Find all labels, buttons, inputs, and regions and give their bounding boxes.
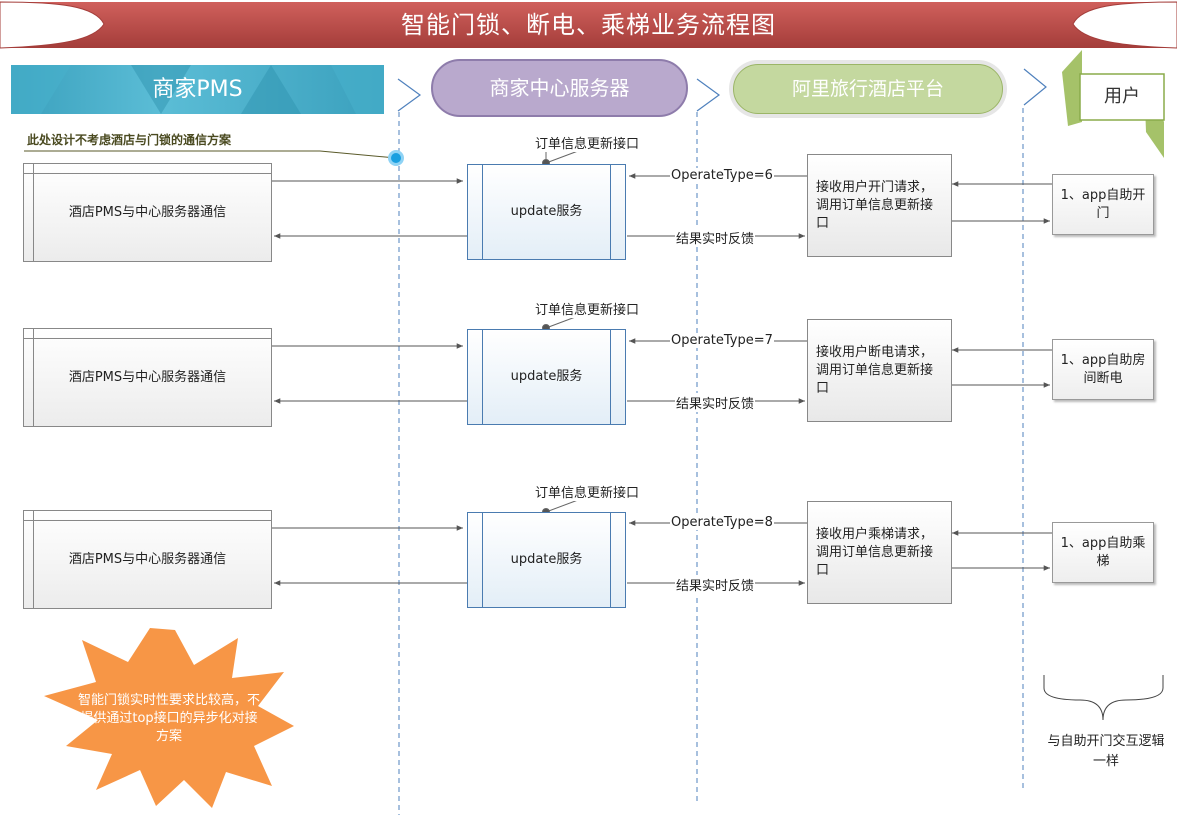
feedback-label: 结果实时反馈: [675, 575, 756, 594]
brace: [1043, 675, 1164, 721]
lane-label-server: 商家中心服务器: [489, 76, 630, 100]
page-title: 智能门锁、断电、乘梯业务流程图: [401, 11, 776, 39]
lane-header-pattern: [11, 65, 384, 114]
feedback-label: 结果实时反馈: [675, 228, 756, 247]
operate-type-label: OperateType=7: [670, 333, 774, 348]
platform-box-label: 接收用户开门请求，调用订单信息更新接口: [816, 179, 934, 231]
platform-box: 接收用户乘梯请求，调用订单信息更新接口: [807, 501, 952, 604]
operate-type-label: OperateType=8: [670, 515, 774, 530]
lane-header-pms: 商家PMS: [11, 65, 384, 114]
user-box: 1、app自助房间断电: [1052, 339, 1154, 400]
lane-label-user: 用户: [1104, 86, 1140, 107]
burst-note: 智能门锁实时性要求比较高，不提供通过top接口的异步化对接方案: [77, 693, 260, 744]
platform-box: 接收用户开门请求，调用订单信息更新接口: [807, 154, 952, 257]
user-box-label: 1、app自助开门: [1060, 187, 1146, 221]
update-service-box: update服务: [467, 329, 626, 425]
interface-label: 订单信息更新接口: [534, 299, 641, 318]
interface-label: 订单信息更新接口: [534, 482, 641, 501]
operate-type-label: OperateType=6: [670, 168, 774, 183]
update-service-label: update服务: [510, 369, 583, 384]
interface-label: 订单信息更新接口: [534, 133, 641, 152]
pms-box-label: 酒店PMS与中心服务器通信: [68, 551, 227, 567]
update-service-label: update服务: [510, 204, 583, 219]
lane-header-server: 商家中心服务器: [431, 59, 688, 117]
user-box-label: 1、app自助乘梯: [1060, 535, 1146, 569]
pms-box: 酒店PMS与中心服务器通信: [23, 510, 272, 609]
pms-box-label: 酒店PMS与中心服务器通信: [68, 369, 227, 385]
lane-label-pms: 商家PMS: [152, 77, 243, 102]
platform-box-label: 接收用户乘梯请求，调用订单信息更新接口: [816, 526, 934, 578]
warning-burst: [44, 628, 294, 808]
title-banner: [0, 1, 1177, 49]
lane-header-user: 用户: [1060, 50, 1170, 160]
lane-header-user-shape: [1062, 50, 1165, 158]
platform-box-label: 接收用户断电请求，调用订单信息更新接口: [816, 344, 934, 396]
lane-dividers: [398, 108, 1024, 815]
lane-label-platform: 阿里旅行酒店平台: [791, 78, 944, 100]
brace-note: 与自助开门交互逻辑一样: [1047, 734, 1165, 769]
update-service-label: update服务: [510, 552, 583, 567]
user-box: 1、app自助开门: [1052, 174, 1154, 235]
row-arrows: [272, 173, 1052, 586]
design-note: 此处设计不考虑酒店与门锁的通信方案: [27, 133, 232, 147]
update-service-box: update服务: [467, 512, 626, 608]
lane-chevrons: [397, 68, 1047, 112]
pms-box: 酒店PMS与中心服务器通信: [23, 328, 272, 427]
user-box-label: 1、app自助房间断电: [1060, 352, 1146, 386]
feedback-label: 结果实时反馈: [675, 393, 756, 412]
lane-header-platform-pill: 阿里旅行酒店平台: [733, 64, 1003, 114]
update-service-box: update服务: [467, 164, 626, 260]
pms-box: 酒店PMS与中心服务器通信: [23, 163, 272, 262]
user-box: 1、app自助乘梯: [1052, 522, 1154, 583]
platform-box: 接收用户断电请求，调用订单信息更新接口: [807, 319, 952, 422]
lane-header-platform: 阿里旅行酒店平台: [729, 60, 1007, 118]
pms-box-label: 酒店PMS与中心服务器通信: [68, 204, 227, 220]
note-pointer: [24, 150, 404, 166]
